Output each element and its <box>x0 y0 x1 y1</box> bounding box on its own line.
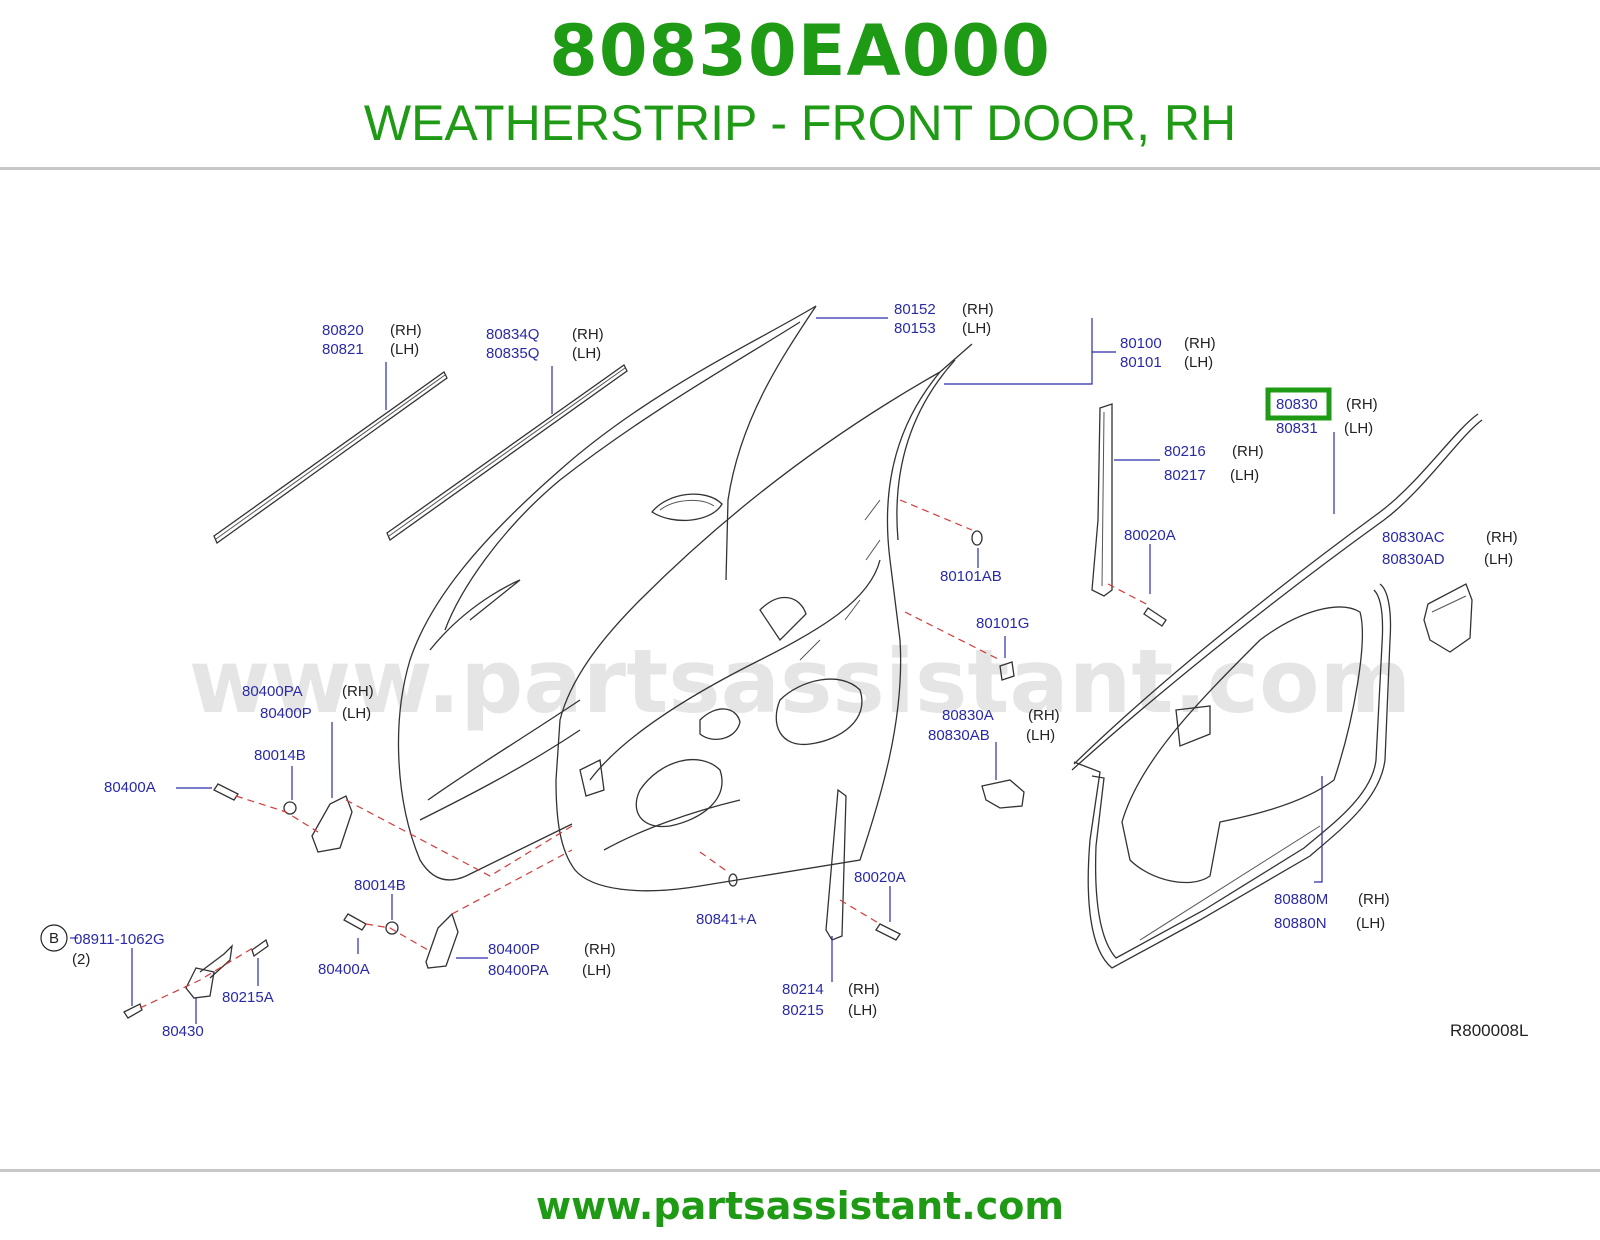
callout-80100[interactable]: 80100 <box>1120 335 1162 352</box>
callout-80214-side: (RH) <box>848 981 880 998</box>
callout-80400p-bottom-side: (RH) <box>584 941 616 958</box>
header-divider <box>0 167 1600 170</box>
callout-08911-1062g[interactable]: 08911-1062G <box>74 931 165 948</box>
callout-80400a-top[interactable]: 80400A <box>104 779 156 796</box>
callout-80216-side: (RH) <box>1232 443 1264 460</box>
callout-80830[interactable]: 80830 <box>1276 396 1318 413</box>
callout-80214[interactable]: 80214 <box>782 981 824 998</box>
callout-80830ad-side: (LH) <box>1484 551 1513 568</box>
callout-80880m[interactable]: 80880M <box>1274 891 1328 908</box>
callout-80153[interactable]: 80153 <box>894 320 936 337</box>
callout-80100-side: (RH) <box>1184 335 1216 352</box>
callout-80880n-side: (LH) <box>1356 915 1385 932</box>
callout-labels: 80820 (RH) 80821 (LH) 80834Q (RH) 80835Q… <box>40 301 1528 1040</box>
callout-80400pa-bottom-side: (LH) <box>582 962 611 979</box>
callout-80152[interactable]: 80152 <box>894 301 936 318</box>
watermark-text: www.partsassistant.com <box>189 630 1412 733</box>
header: 80830EA000 WEATHERSTRIP - FRONT DOOR, RH <box>0 0 1600 168</box>
door-inner-frame-drawing <box>555 343 973 892</box>
callout-80400pa-top-side: (RH) <box>342 683 374 700</box>
callout-80014b-top[interactable]: 80014B <box>254 747 306 764</box>
callout-80101-side: (LH) <box>1184 354 1213 371</box>
callout-80020a-bottom[interactable]: 80020A <box>854 869 906 886</box>
callout-80880m-side: (RH) <box>1358 891 1390 908</box>
door-outer-panel-drawing <box>397 305 817 881</box>
callout-80215[interactable]: 80215 <box>782 1002 824 1019</box>
callout-80830-side: (RH) <box>1346 396 1378 413</box>
small-parts-drawing <box>123 530 1473 1019</box>
reference-circle-b <box>40 924 68 952</box>
callout-80152-side: (RH) <box>962 301 994 318</box>
callout-80400p-top-side: (LH) <box>342 705 371 722</box>
callout-80400a-bottom[interactable]: 80400A <box>318 961 370 978</box>
callout-80830ac-side: (RH) <box>1486 529 1518 546</box>
callout-80834q-side: (RH) <box>572 326 604 343</box>
seal-80880-drawing <box>1073 583 1392 969</box>
callout-80830ac[interactable]: 80830AC <box>1382 529 1445 546</box>
callout-80880n[interactable]: 80880N <box>1274 915 1327 932</box>
leader-lines <box>70 317 1335 1024</box>
callout-80430[interactable]: 80430 <box>162 1023 204 1040</box>
callout-08911-qty: (2) <box>72 951 90 968</box>
callout-80217[interactable]: 80217 <box>1164 467 1206 484</box>
callout-80101g[interactable]: 80101G <box>976 615 1029 632</box>
callout-80215-side: (LH) <box>848 1002 877 1019</box>
callout-80835q-side: (LH) <box>572 345 601 362</box>
callout-80820-side: (RH) <box>390 322 422 339</box>
molding-80820-drawing <box>213 371 448 544</box>
callout-80821[interactable]: 80821 <box>322 341 364 358</box>
callout-80101[interactable]: 80101 <box>1120 354 1162 371</box>
part-description: WEATHERSTRIP - FRONT DOOR, RH <box>363 95 1237 151</box>
callout-80215a[interactable]: 80215A <box>222 989 274 1006</box>
callout-80830ad[interactable]: 80830AD <box>1382 551 1445 568</box>
callout-80830a[interactable]: 80830A <box>942 707 994 724</box>
callout-80820[interactable]: 80820 <box>322 322 364 339</box>
footer-divider <box>0 1169 1600 1172</box>
molding-80834q-drawing <box>386 364 628 541</box>
reference-circle-b-label: B <box>49 930 59 947</box>
callout-80831-side: (LH) <box>1344 420 1373 437</box>
part-number-title: 80830EA000 <box>549 10 1051 92</box>
callout-80400p-top[interactable]: 80400P <box>260 705 312 722</box>
callout-80400pa-bottom[interactable]: 80400PA <box>488 962 549 979</box>
highlight-box-80830 <box>1265 387 1332 421</box>
dashed-assembly-lines <box>139 499 1151 1009</box>
callout-80830ab-side: (LH) <box>1026 727 1055 744</box>
callout-80020a-top[interactable]: 80020A <box>1124 527 1176 544</box>
callout-80400pa-top[interactable]: 80400PA <box>242 683 303 700</box>
callout-80835q[interactable]: 80835Q <box>486 345 539 362</box>
callout-80014b-bottom[interactable]: 80014B <box>354 877 406 894</box>
callout-80216[interactable]: 80216 <box>1164 443 1206 460</box>
sash-80216-drawing <box>1091 403 1113 597</box>
callout-80217-side: (LH) <box>1230 467 1259 484</box>
diagram-reference-code: R800008L <box>1450 1021 1528 1040</box>
weatherstrip-80830-drawing <box>1071 413 1483 771</box>
callout-80153-side: (LH) <box>962 320 991 337</box>
callout-80821-side: (LH) <box>390 341 419 358</box>
callout-80831[interactable]: 80831 <box>1276 420 1318 437</box>
callout-80830ab[interactable]: 80830AB <box>928 727 990 744</box>
callout-80841a[interactable]: 80841+A <box>696 911 756 928</box>
callout-80101ab[interactable]: 80101AB <box>940 568 1002 585</box>
footer-url[interactable]: www.partsassistant.com <box>536 1184 1064 1228</box>
callout-80830a-side: (RH) <box>1028 707 1060 724</box>
callout-80400p-bottom[interactable]: 80400P <box>488 941 540 958</box>
callout-80834q[interactable]: 80834Q <box>486 326 539 343</box>
